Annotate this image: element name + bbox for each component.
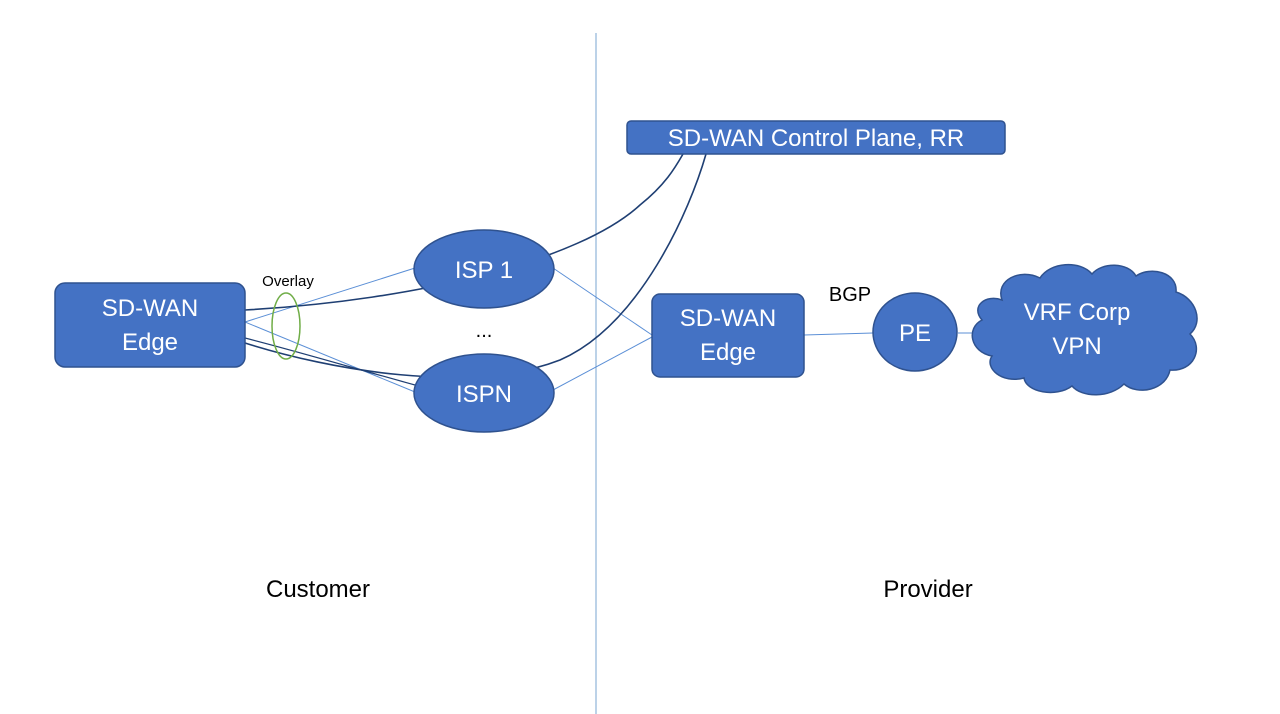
ispn-ellipse (413, 353, 555, 433)
customer-edge-box (54, 282, 246, 368)
ispn-node[interactable]: ISPN (413, 353, 555, 433)
overlay-tunnels (244, 153, 707, 386)
customer-edge-label-line1: SD-WAN (102, 295, 198, 322)
provider-section-label: Provider (883, 576, 972, 603)
vrf-cloud-label-line1: VRF Corp (1024, 299, 1131, 326)
isp1-node[interactable]: ISP 1 (413, 229, 555, 309)
control-plane-box (626, 120, 1006, 155)
provider-sdwan-edge[interactable]: SD-WAN Edge (651, 293, 805, 378)
control-plane-node[interactable]: SD-WAN Control Plane, RR (626, 120, 1006, 155)
tunnel-edge-ispn-direct (244, 337, 416, 386)
provider-edge-box (651, 293, 805, 378)
isp1-ellipse (413, 229, 555, 309)
ispn-label: ISPN (456, 381, 512, 408)
overlay-ring (271, 292, 301, 360)
vrf-cloud-label-line2: VPN (1052, 333, 1101, 360)
pe-ellipse (872, 292, 958, 372)
customer-sdwan-edge[interactable]: SD-WAN Edge (54, 282, 246, 368)
customer-section-label: Customer (266, 576, 370, 603)
pe-node[interactable]: PE (872, 292, 958, 372)
link-ispn-provider-edge (552, 336, 653, 391)
control-plane-label: SD-WAN Control Plane, RR (668, 125, 965, 152)
overlay-label: Overlay (262, 273, 314, 290)
more-isps-ellipsis: ... (476, 320, 493, 342)
customer-edge-label-line2: Edge (122, 329, 178, 356)
link-isp1-provider-edge (552, 267, 653, 336)
pe-label: PE (899, 320, 931, 347)
vrf-cloud-shape (971, 263, 1198, 396)
link-provider-edge-pe (803, 332, 874, 336)
vrf-cloud-node[interactable]: VRF Corp VPN (971, 263, 1198, 396)
isp1-label: ISP 1 (455, 257, 513, 284)
provider-edge-label-line2: Edge (700, 339, 756, 366)
link-edge-ispn (244, 321, 416, 393)
bgp-label: BGP (829, 284, 871, 306)
tunnel-via-isp1 (244, 153, 684, 311)
tunnel-via-ispn (244, 153, 707, 378)
provider-edge-label-line1: SD-WAN (680, 305, 776, 332)
